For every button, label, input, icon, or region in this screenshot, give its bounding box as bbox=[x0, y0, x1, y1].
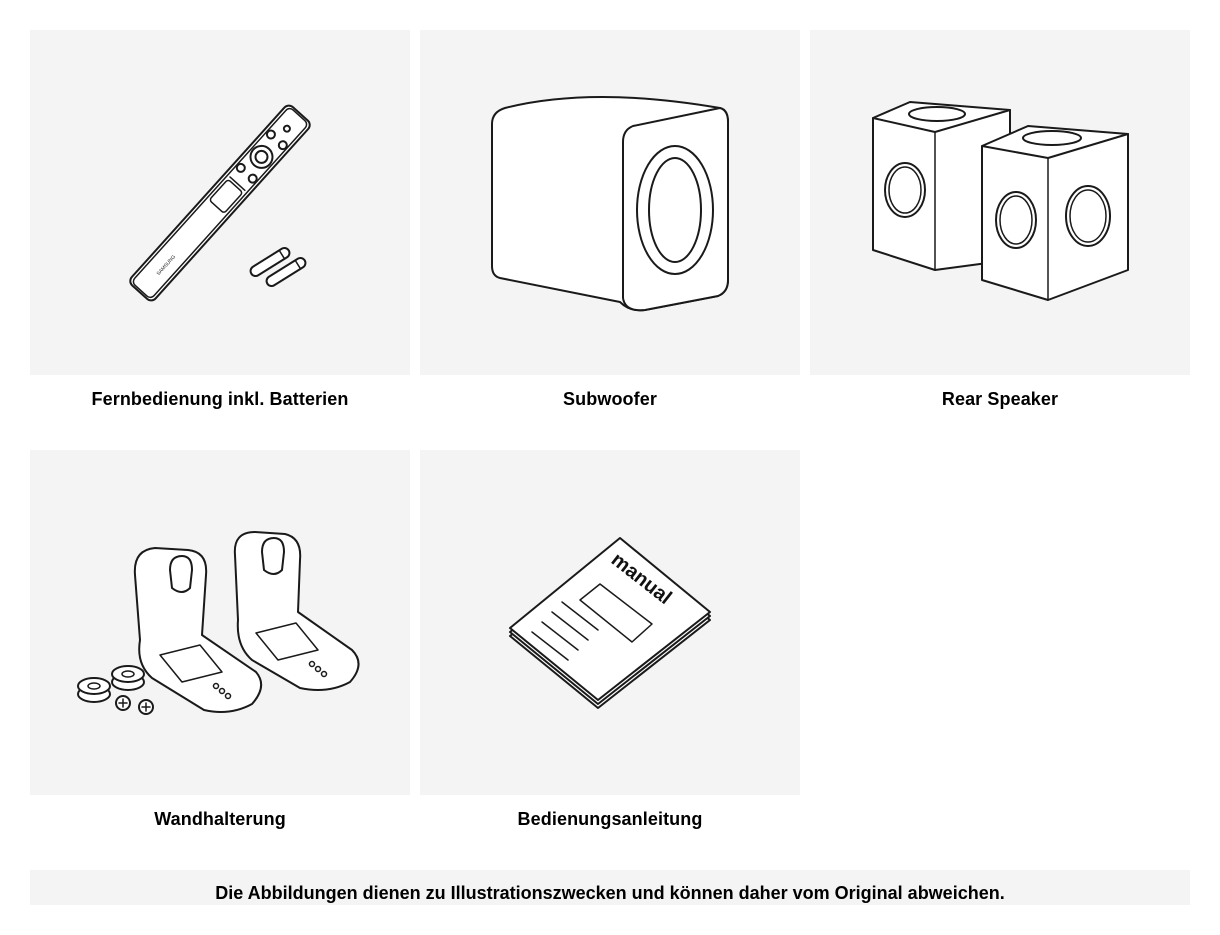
item-rear-speaker: Rear Speaker bbox=[810, 30, 1190, 410]
subwoofer-image bbox=[420, 30, 800, 375]
manual-image: manual bbox=[420, 450, 800, 795]
rear-speaker-image bbox=[810, 30, 1190, 375]
item-label: Rear Speaker bbox=[941, 389, 1059, 409]
item-label: Subwoofer bbox=[563, 389, 657, 409]
item-label: Bedienungsanleitung bbox=[517, 809, 703, 829]
rear-speakers-icon bbox=[872, 101, 1129, 301]
disclaimer-notice: Die Abbildungen dienen zu Illustrationsz… bbox=[30, 870, 1190, 905]
item-wall-mount: Wandhalterung bbox=[30, 450, 410, 830]
wall-mount-image bbox=[30, 450, 410, 795]
remote-image: SAMSUNG bbox=[30, 30, 410, 375]
item-remote: SAMSUNG Fernbedienung inkl. Batterien bbox=[30, 30, 410, 410]
wall-mount-brackets-icon bbox=[77, 531, 360, 715]
item-label: Fernbedienung inkl. Batterien bbox=[91, 389, 349, 409]
item-label: Wandhalterung bbox=[154, 809, 286, 829]
subwoofer-icon bbox=[491, 96, 729, 312]
item-subwoofer: Subwoofer bbox=[420, 30, 800, 410]
item-manual: manual Bedienungsanleitung bbox=[420, 450, 800, 830]
remote-control-with-batteries-icon: SAMSUNG bbox=[129, 104, 311, 302]
manual-booklet-icon: manual bbox=[509, 537, 711, 709]
